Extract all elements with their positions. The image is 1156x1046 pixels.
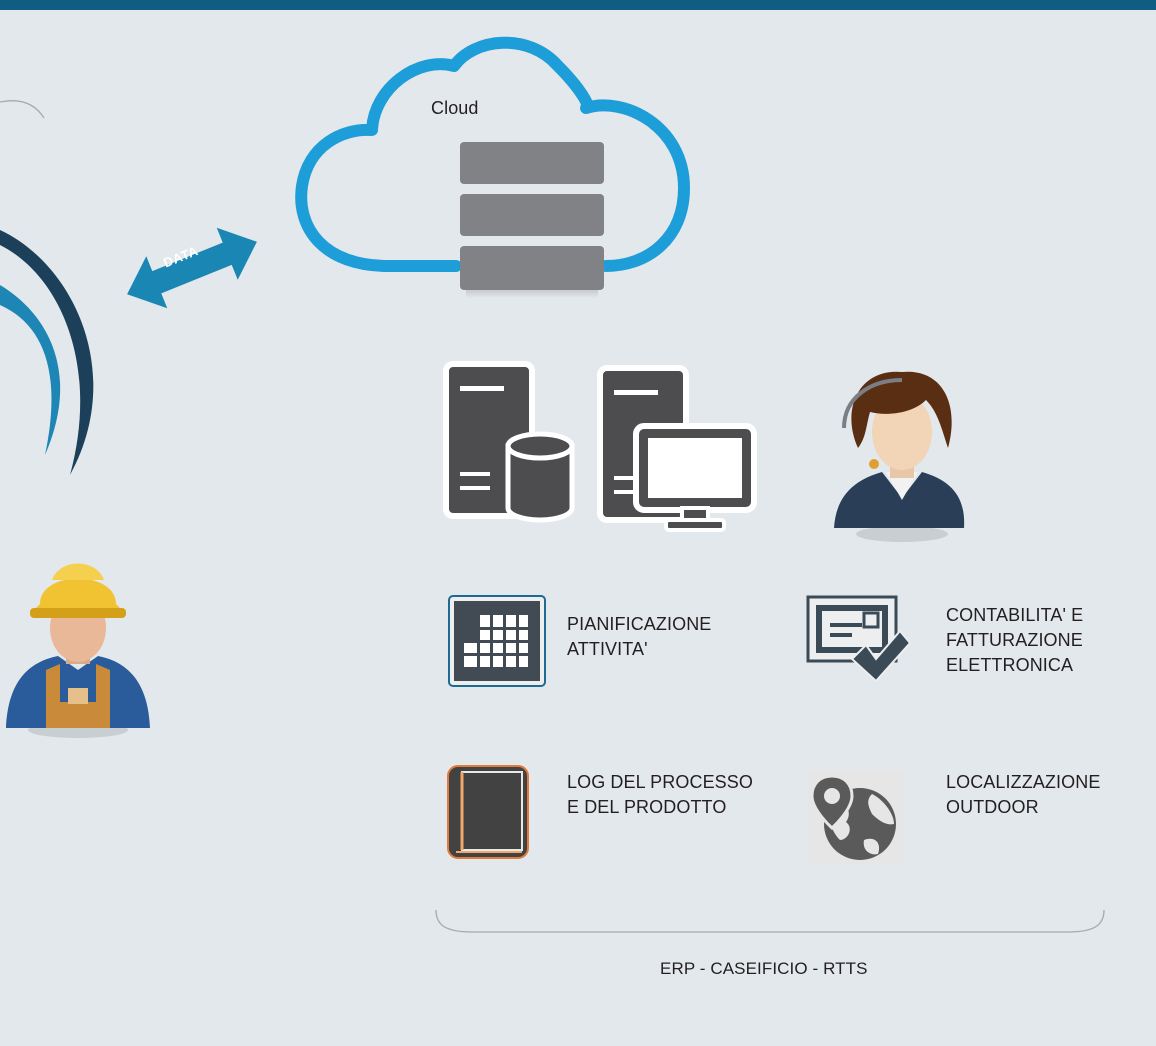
module-label-planning: PIANIFICAZIONE ATTIVITA': [567, 614, 712, 659]
invoice-check-icon: [806, 595, 912, 683]
module-label-accounting: CONTABILITA' E FATTURAZIONE ELETTRONICA: [946, 605, 1084, 675]
worker-avatar: [6, 563, 150, 738]
module-label-location: LOCALIZZAZIONE OUTDOOR: [946, 772, 1101, 817]
globe-location-icon: [808, 770, 904, 864]
calendar-icon: [448, 595, 546, 687]
erp-group-bracket: [435, 909, 1105, 933]
cloud-icon: [295, 36, 690, 272]
wireless-signal-icon: [0, 230, 94, 475]
cloud-server-stack: [460, 142, 604, 298]
server-block: [460, 194, 604, 236]
data-arrow: [127, 227, 257, 309]
book-log-icon: [447, 765, 529, 859]
header-bar: [0, 0, 1156, 10]
server-block: [460, 246, 604, 290]
module-label-log: LOG DEL PROCESSO E DEL PRODOTTO: [567, 772, 753, 817]
workstation-icon: [597, 365, 757, 532]
server-block: [460, 142, 604, 184]
operator-avatar: [834, 371, 965, 542]
left-bracket-arc: [0, 100, 45, 119]
erp-group-caption: ERP - CASEIFICIO - RTTS: [660, 959, 868, 978]
database-server-icon: [443, 361, 575, 523]
cloud-label: Cloud: [431, 98, 479, 118]
